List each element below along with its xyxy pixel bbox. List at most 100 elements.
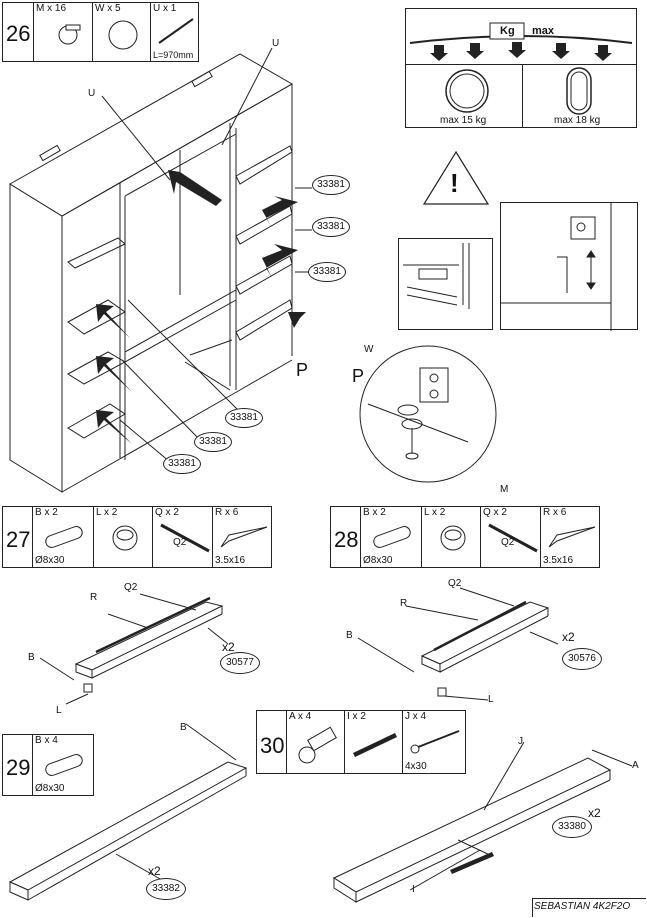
step28-parts-box: 28 B x 2 Ø8x30 L x 2 Q x 2 Q2 R x 6 3.5x… <box>330 506 600 568</box>
part-w-cell: W x 5 <box>93 3 151 61</box>
part-i-cell: I x 2 <box>345 711 403 773</box>
cam-lock-icon <box>112 525 138 551</box>
part-r-size: 3.5x16 <box>543 555 574 566</box>
connector-icon <box>298 726 337 764</box>
load-mid-divider <box>522 64 523 127</box>
part-b-size: Ø8x30 <box>363 555 393 566</box>
step30-parts-box: 30 A x 4 I x 2 J x 4 4x30 <box>256 710 466 774</box>
callout-m: M <box>500 484 509 495</box>
part-number-oval: 33380 <box>552 816 592 838</box>
callout-u-left: U <box>88 88 96 99</box>
callout-r: R <box>400 598 408 609</box>
part-number-oval: 33381 <box>312 217 350 237</box>
part-u-cell: U x 1 L=970mm <box>151 3 200 61</box>
part-q-cell: Q x 2 Q2 <box>481 507 541 567</box>
part-q-code: Q x 2 <box>483 507 507 518</box>
step-number-cell: 26 <box>3 3 34 61</box>
callout-j: J <box>518 736 523 747</box>
part-number-oval: 33382 <box>146 878 186 900</box>
part-q-note: Q2 <box>501 537 515 548</box>
part-number-oval: 33381 <box>308 262 346 282</box>
weight-max-label: max <box>532 25 555 37</box>
cam-lock-icon <box>58 24 81 45</box>
part-m-code: M x 16 <box>36 3 67 14</box>
callout-r: R <box>90 592 98 603</box>
quantity-label: x2 <box>562 630 575 644</box>
part-r-cell: R x 6 3.5x16 <box>213 507 273 567</box>
part-i-code: I x 2 <box>347 711 366 722</box>
part-b-code: B x 4 <box>35 735 58 746</box>
rod-icon <box>158 18 194 44</box>
callout-w: W <box>364 344 374 355</box>
callout-l: L <box>488 694 494 705</box>
dowel-icon <box>45 754 83 776</box>
hinge-detail-drawing <box>501 203 612 331</box>
part-a-cell: A x 4 <box>287 711 345 773</box>
round-rail-icon <box>445 69 489 113</box>
screw-icon <box>548 526 596 548</box>
callout-p-detail: P <box>352 366 365 386</box>
part-b-cell: B x 4 Ø8x30 <box>33 735 95 795</box>
part-b-code: B x 2 <box>363 507 386 518</box>
step27-board-drawing <box>39 593 229 705</box>
shelf-detail-drawing <box>403 243 470 309</box>
callout-p-main: P <box>296 360 309 380</box>
cover-cap-icon <box>108 20 138 50</box>
part-number-oval: 33381 <box>194 432 232 452</box>
dowel-icon <box>373 526 411 548</box>
callout-i: I <box>412 884 415 895</box>
part-r-code: R x 6 <box>215 507 239 518</box>
part-b-size: Ø8x30 <box>35 555 65 566</box>
part-q-cell: Q x 2 Q2 <box>153 507 213 567</box>
step30-board-drawing <box>332 741 633 903</box>
step-number: 27 <box>6 527 31 552</box>
shelf-load-box: Kg max max 15 kg max 18 kg <box>405 8 637 128</box>
part-l-cell: L x 2 <box>94 507 153 567</box>
weight-shelf-icon <box>409 22 633 61</box>
quantity-label: x2 <box>222 640 235 654</box>
part-q-note: Q2 <box>173 537 187 548</box>
step28-board-drawing <box>357 587 559 701</box>
load-divider <box>406 64 636 65</box>
step-number-cell: 29 <box>3 735 33 795</box>
rail-profile-icon <box>353 733 397 757</box>
oval-rail-load: max 18 kg <box>554 115 601 126</box>
callout-q2: Q2 <box>124 582 138 593</box>
part-u-code: U x 1 <box>153 3 177 14</box>
warning-symbol: ! <box>450 168 459 198</box>
warning-triangle-icon <box>422 150 490 205</box>
step-number-cell: 27 <box>3 507 33 567</box>
step-number: 30 <box>260 733 285 758</box>
step-number: 26 <box>6 21 31 46</box>
step26-parts-box: 26 M x 16 W x 5 U x 1 L=970mm <box>2 2 199 62</box>
part-r-cell: R x 6 3.5x16 <box>541 507 601 567</box>
cam-lock-icon <box>440 525 466 551</box>
part-l-code: L x 2 <box>424 507 446 518</box>
step-number: 28 <box>334 527 359 552</box>
callout-q2: Q2 <box>448 578 462 589</box>
step-number: 29 <box>6 755 31 780</box>
callout-l: L <box>56 705 62 716</box>
dowel-icon <box>45 526 83 548</box>
screw-icon <box>220 526 268 548</box>
oval-rail-icon <box>566 67 592 115</box>
part-number-oval: 33381 <box>312 175 350 195</box>
model-name: SEBASTIAN 4K2F2O <box>534 901 631 912</box>
hinge-detail-box-left <box>398 238 493 330</box>
part-j-cell: J x 4 4x30 <box>403 711 467 773</box>
part-b-code: B x 2 <box>35 507 58 518</box>
part-q-code: Q x 2 <box>155 507 179 518</box>
step27-parts-box: 27 B x 2 Ø8x30 L x 2 Q x 2 Q2 R x 6 3.5x… <box>2 506 272 568</box>
rail-icon <box>160 523 210 553</box>
part-r-code: R x 6 <box>543 507 567 518</box>
part-m-cell: M x 16 <box>34 3 93 61</box>
part-w-code: W x 5 <box>95 3 121 14</box>
part-number-oval: 30577 <box>220 652 260 674</box>
part-b-size: Ø8x30 <box>35 783 65 794</box>
callout-a: A <box>632 760 639 771</box>
quantity-label: x2 <box>148 864 161 878</box>
wardrobe-assembly-drawing <box>9 47 328 493</box>
part-b-cell: B x 2 Ø8x30 <box>361 507 422 567</box>
step29-board-drawing <box>8 723 248 901</box>
step-number-cell: 28 <box>331 507 361 567</box>
